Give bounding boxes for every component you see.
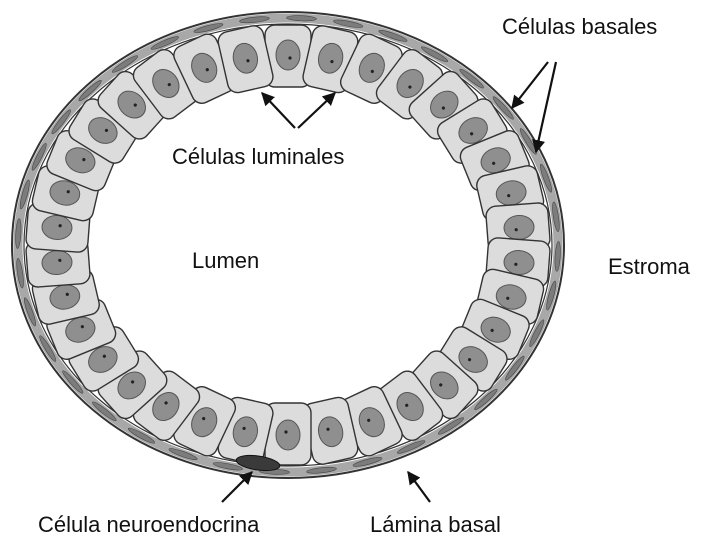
arrow-luminal-right — [298, 93, 335, 128]
luminal-cell-ring — [25, 24, 550, 466]
arrow-basal-2 — [536, 62, 556, 152]
arrow-luminal-left — [262, 93, 295, 128]
nucleolus — [284, 430, 287, 433]
label-basal-lamina: Lámina basal — [370, 514, 501, 536]
arrow-basal-1 — [512, 62, 548, 108]
label-stroma: Estroma — [608, 256, 690, 278]
nucleolus — [288, 56, 291, 59]
label-basal-cells: Células basales — [502, 16, 657, 38]
basal-inner-outline — [24, 24, 552, 466]
arrow-basal-lamina — [408, 472, 430, 502]
arrow-neuroendocrine — [222, 472, 252, 502]
cell-nucleus — [276, 420, 300, 450]
cell-nucleus — [276, 40, 300, 70]
label-luminal-cells: Células luminales — [172, 146, 344, 168]
label-neuroendocrine-cell: Célula neuroendocrina — [38, 514, 259, 536]
label-lumen: Lumen — [192, 250, 259, 272]
